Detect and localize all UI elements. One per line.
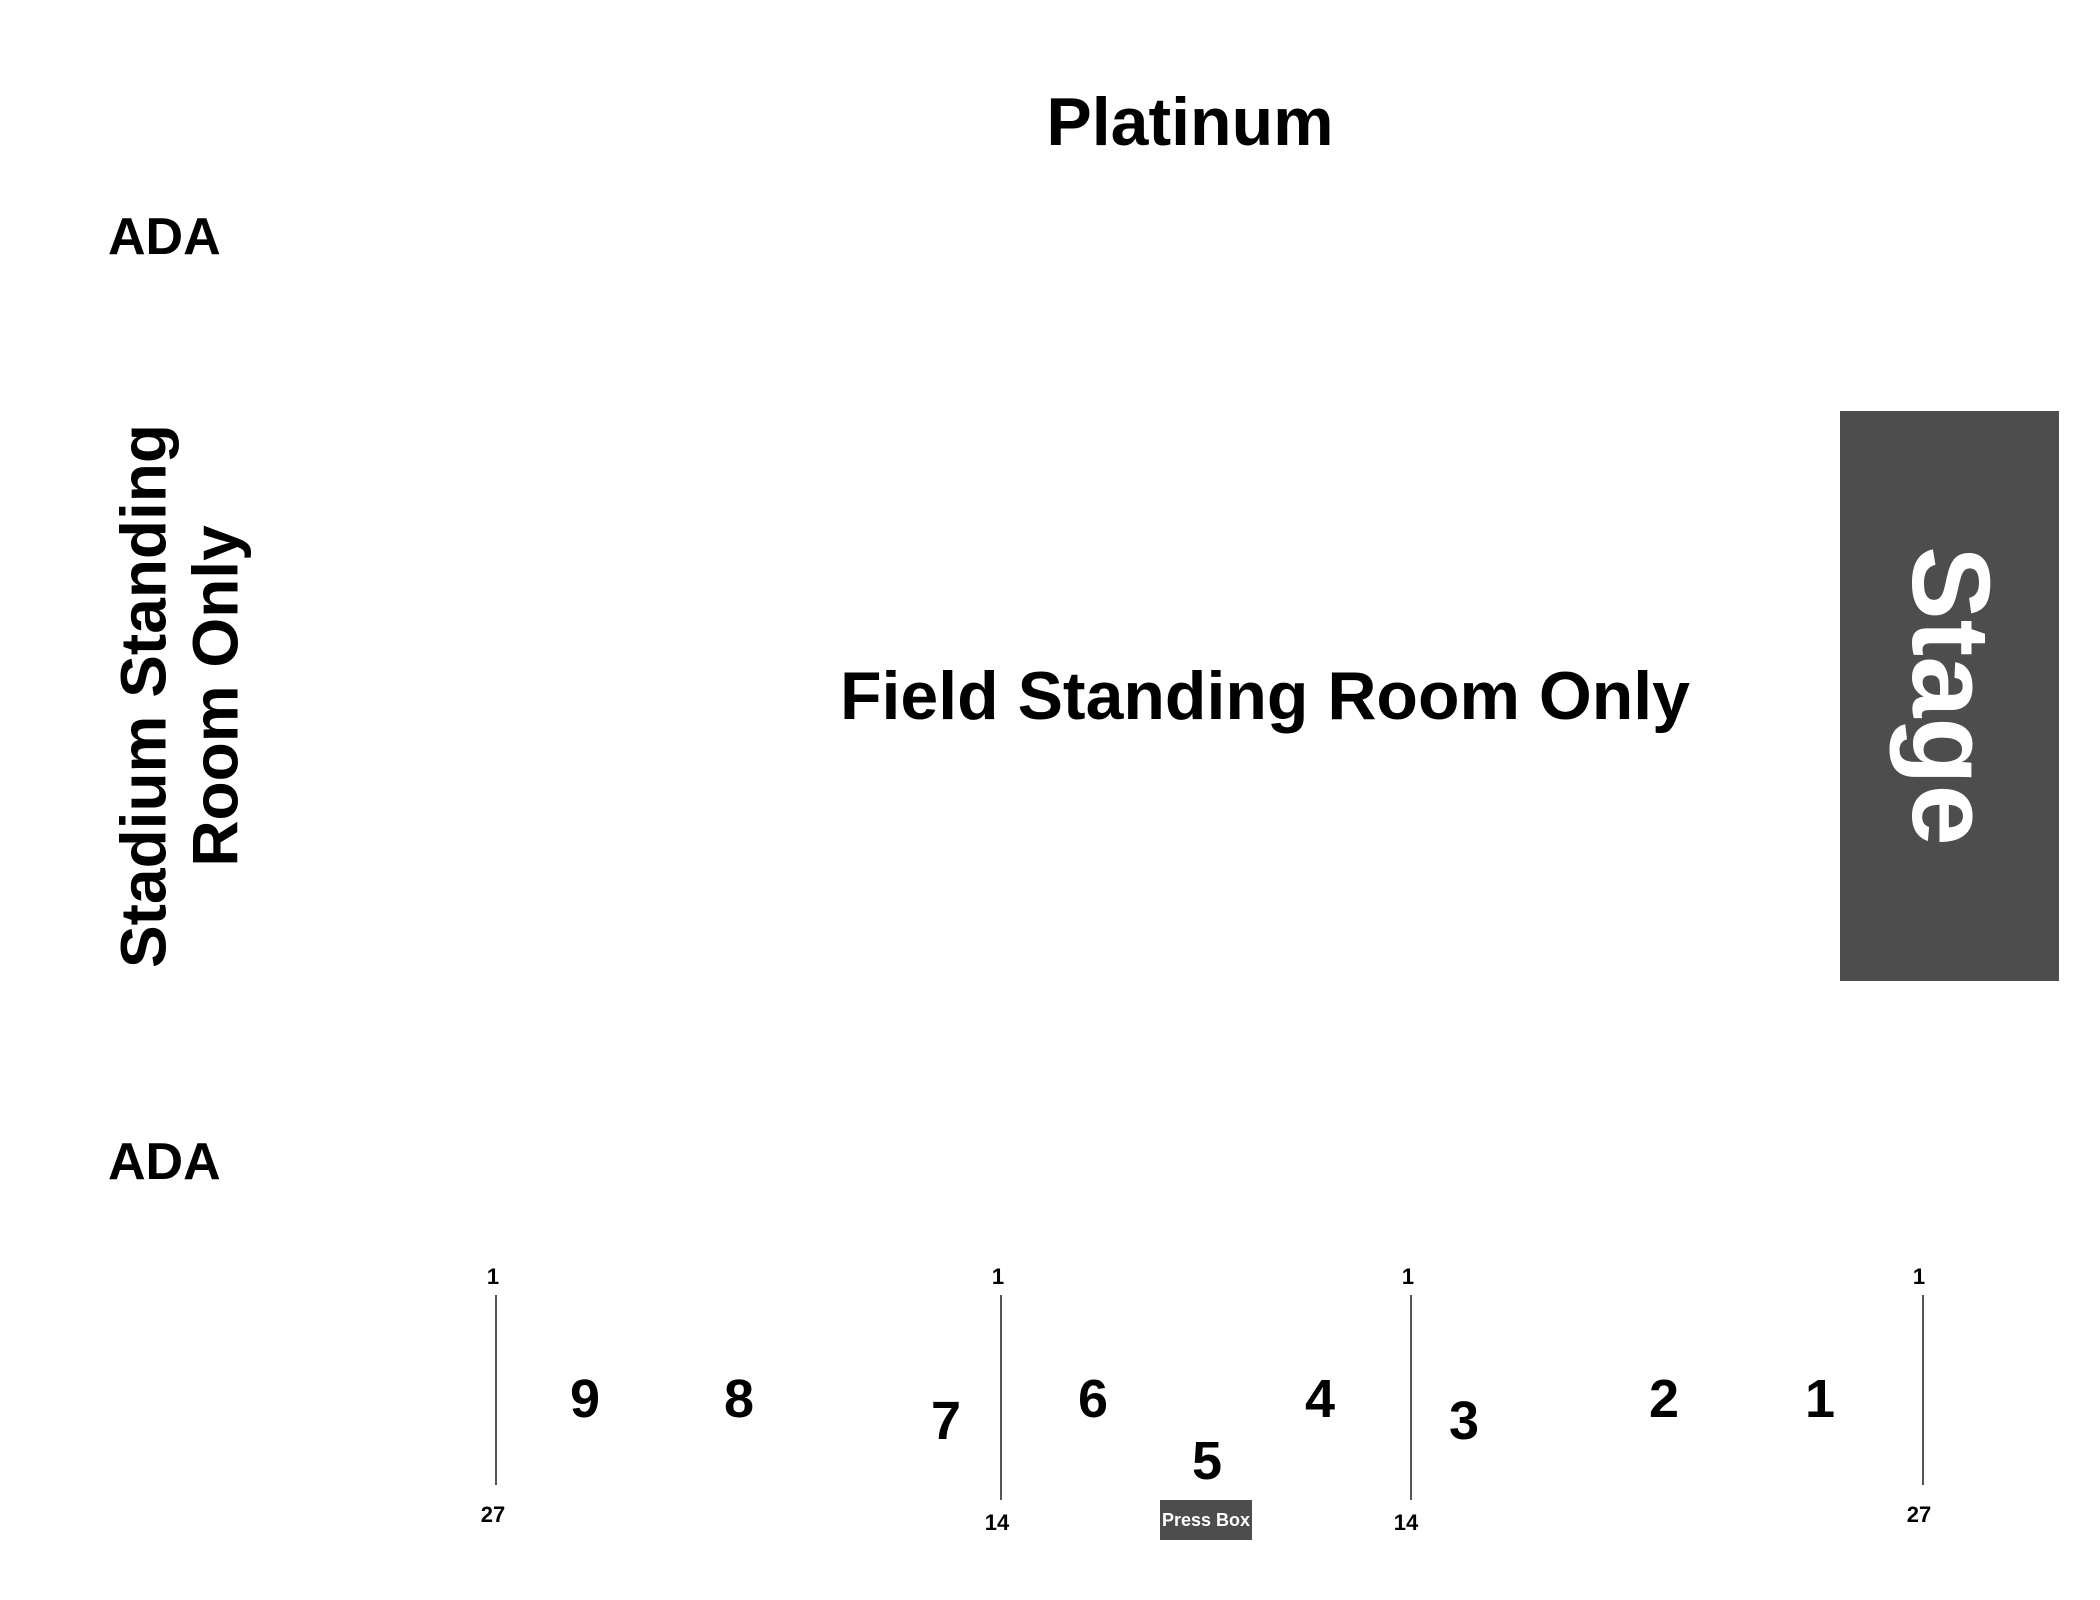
platinum-zone-label[interactable]: Platinum xyxy=(1046,84,1334,160)
section-1[interactable]: 1 xyxy=(1804,1369,1836,1429)
section-5[interactable]: 5 xyxy=(1191,1431,1223,1491)
row-divider-b xyxy=(1000,1295,1002,1500)
section-7[interactable]: 7 xyxy=(930,1391,962,1451)
row-marker-b-top: 1 xyxy=(991,1264,1005,1289)
stage: Stage xyxy=(1840,411,2059,981)
field-standing-label[interactable]: Field Standing Room Only xyxy=(840,658,1690,734)
row-marker-a-top: 1 xyxy=(486,1264,500,1289)
row-marker-b-bottom: 14 xyxy=(984,1510,1010,1535)
section-8[interactable]: 8 xyxy=(723,1369,755,1429)
row-divider-a xyxy=(495,1295,497,1485)
row-marker-c-top: 1 xyxy=(1401,1264,1415,1289)
row-marker-c-bottom: 14 xyxy=(1393,1510,1419,1535)
section-2[interactable]: 2 xyxy=(1648,1369,1680,1429)
section-6[interactable]: 6 xyxy=(1077,1369,1109,1429)
stadium-standing-label: Stadium Standing Room Only xyxy=(107,424,251,968)
section-3[interactable]: 3 xyxy=(1448,1391,1480,1451)
row-divider-c xyxy=(1410,1295,1412,1500)
section-9[interactable]: 9 xyxy=(569,1369,601,1429)
press-box-label: Press Box xyxy=(1161,1509,1251,1530)
row-divider-d xyxy=(1922,1295,1924,1485)
stadium-standing-zone[interactable]: Stadium Standing Room Only xyxy=(107,406,251,986)
row-marker-d-top: 1 xyxy=(1912,1264,1926,1289)
row-marker-a-bottom: 27 xyxy=(480,1502,506,1527)
section-4[interactable]: 4 xyxy=(1304,1369,1336,1429)
row-marker-d-bottom: 27 xyxy=(1906,1502,1932,1527)
ada-top-label[interactable]: ADA xyxy=(108,208,221,266)
press-box: Press Box xyxy=(1160,1500,1252,1540)
stage-label: Stage xyxy=(1888,546,2012,846)
ada-bottom-label[interactable]: ADA xyxy=(108,1133,221,1191)
